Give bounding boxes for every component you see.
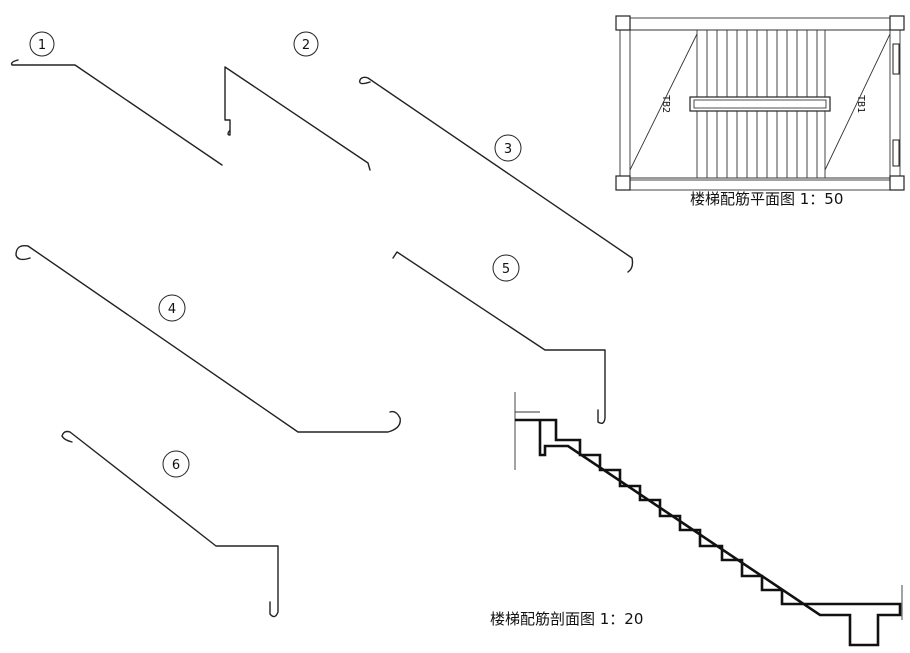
rebar-4-tag: 4 [158,294,186,322]
stair-section-view: 楼梯配筋剖面图 1：20 [490,392,903,647]
rebar-5: 5 [392,251,606,425]
rebar-5-shape [392,251,606,425]
rebar-6-tag: 6 [162,450,190,478]
rebar-1-number: 1 [38,38,46,53]
rebar-1-shape [10,59,223,166]
rebar-5-number: 5 [502,262,510,277]
rebar-6-shape [61,430,279,618]
section-stair-profile [515,418,902,647]
plan-view-caption: 楼梯配筋平面图 1：50 [690,190,843,208]
rebar-5-tag: 5 [492,254,520,282]
plan-flight-label-1: TB2 [660,95,671,113]
rebar-4-shape [15,245,401,433]
rebar-4: 4 [15,245,401,433]
rebar-2-number: 2 [302,38,310,53]
plan-column-bl [615,175,631,191]
rebar-6-number: 6 [172,458,180,473]
rebar-2-tag: 2 [293,31,319,57]
plan-flight-label-2: TB1 [855,95,866,113]
rebar-2: 2 [224,31,371,171]
rebar-3-shape [359,76,634,273]
plan-column-br [889,175,905,191]
plan-stair-well [689,96,831,112]
section-view-caption: 楼梯配筋剖面图 1：20 [490,610,643,628]
plan-outer-wall [619,17,901,191]
rebar-2-shape [224,66,371,171]
rebar-1-tag: 1 [29,31,55,57]
rebar-3: 3 [359,76,634,273]
rebar-3-tag: 3 [494,134,522,162]
rebar-1: 1 [10,31,223,166]
rebar-3-number: 3 [504,142,512,157]
stair-plan-view: TB2 TB1 楼梯配筋平面图 1：50 [615,15,905,208]
plan-column-tr [889,15,905,31]
plan-column-tl [615,15,631,31]
rebar-6: 6 [61,430,279,618]
rebar-4-number: 4 [168,302,176,317]
